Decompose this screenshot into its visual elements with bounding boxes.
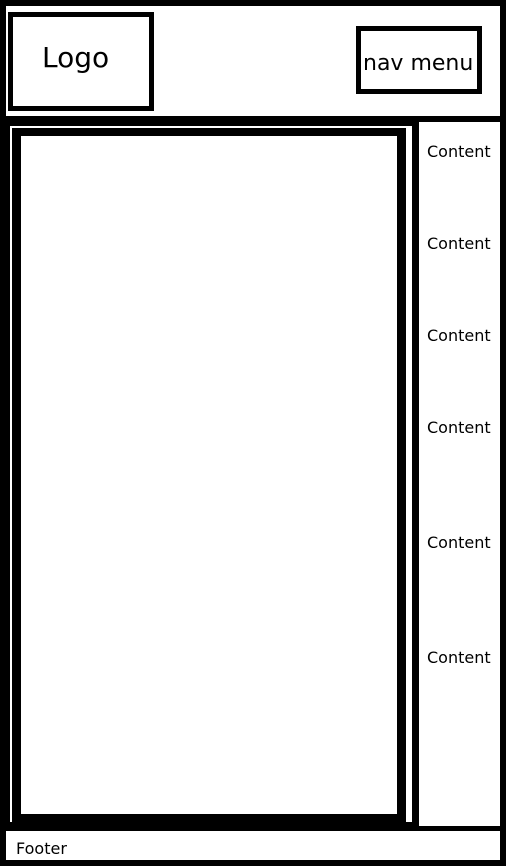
sidebar-content-item: Content [427, 648, 491, 667]
footer-label: Footer [16, 839, 67, 858]
logo-label: Logo [42, 41, 110, 74]
nav-menu-box[interactable]: nav menu [356, 26, 482, 94]
header-divider [6, 116, 500, 122]
footer-divider [6, 826, 500, 831]
main-content-frame [12, 128, 406, 822]
sidebar: Content Content Content Content Content … [416, 122, 500, 826]
footer: Footer [6, 831, 500, 860]
sidebar-content-item: Content [427, 533, 491, 552]
logo-box[interactable]: Logo [8, 12, 154, 111]
sidebar-content-item: Content [427, 234, 491, 253]
nav-menu-label: nav menu [363, 51, 474, 76]
main-content-area [6, 122, 416, 826]
sidebar-content-item: Content [427, 142, 491, 161]
header: Logo nav menu [6, 6, 500, 116]
sidebar-content-item: Content [427, 418, 491, 437]
sidebar-content-item: Content [427, 326, 491, 345]
